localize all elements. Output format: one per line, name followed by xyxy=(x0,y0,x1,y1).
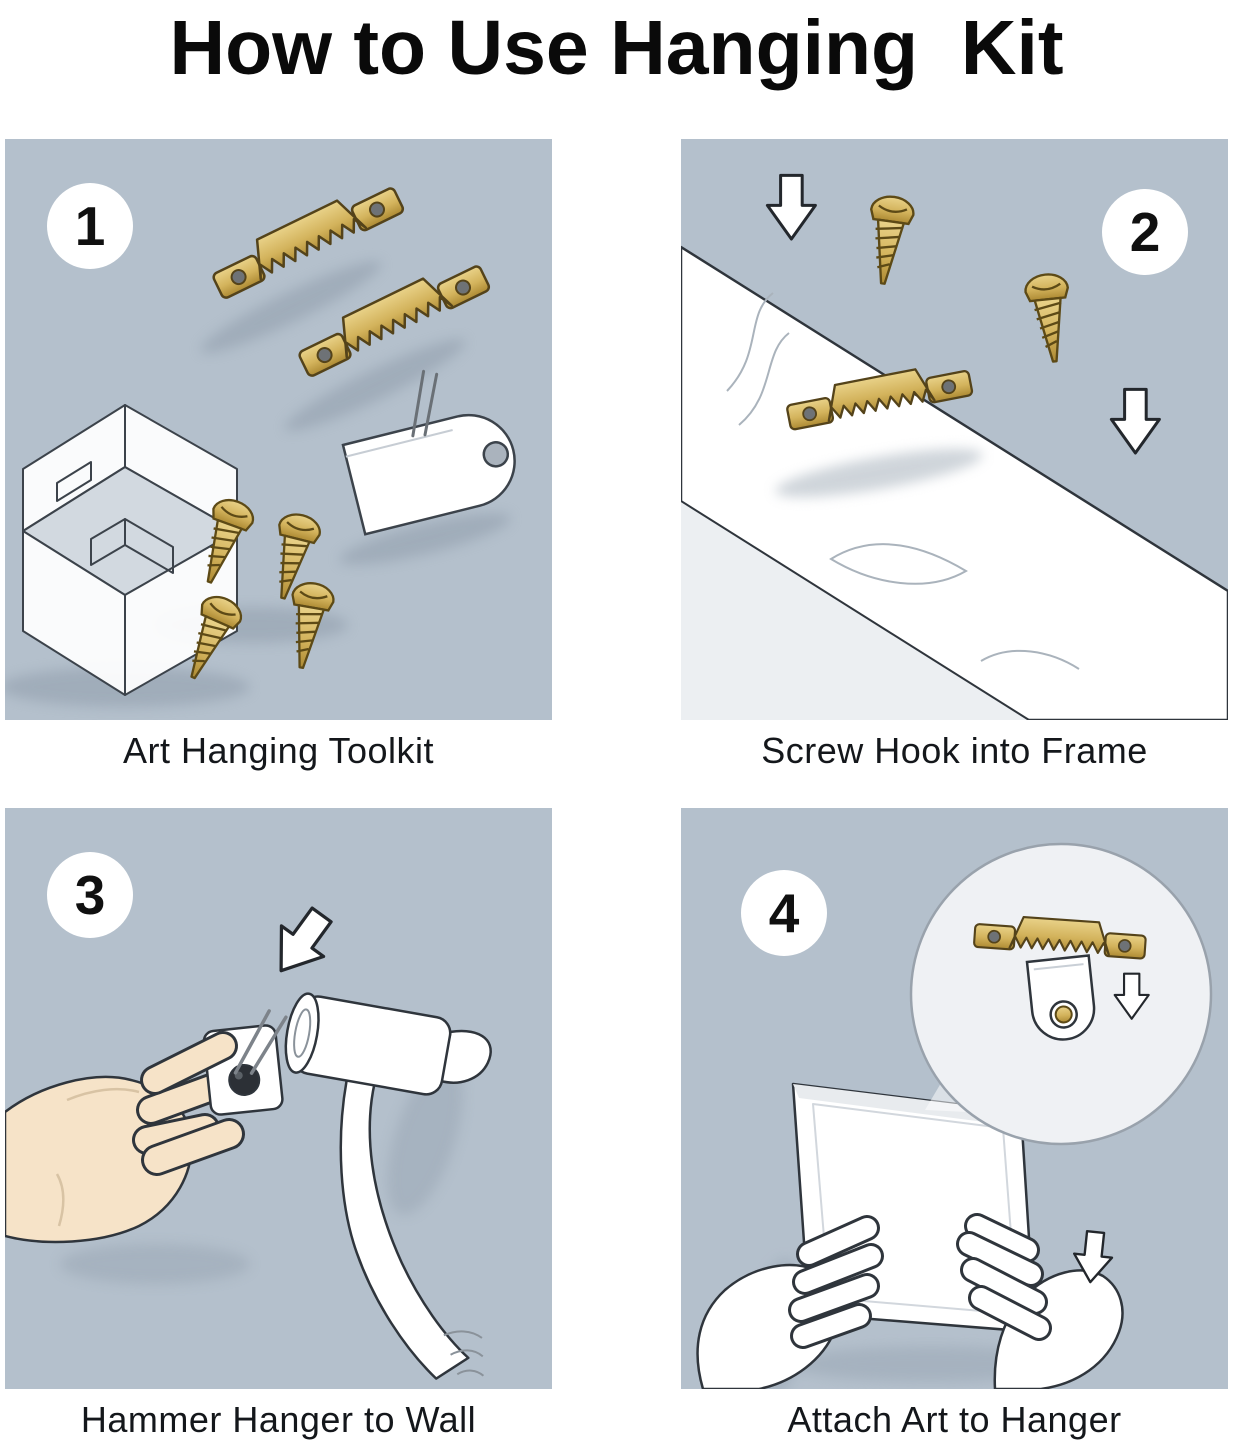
step-caption: Screw Hook into Frame xyxy=(761,730,1148,771)
step-number-badge: 3 xyxy=(47,852,133,938)
step-2-panel: 2 Screw Hook into Frame xyxy=(681,139,1228,772)
step-number-badge: 4 xyxy=(741,870,827,956)
fingers-icon xyxy=(140,1031,245,1176)
step-4-panel: 4 Attach Art to Hanger xyxy=(681,808,1228,1441)
frame-board-icon xyxy=(681,245,1228,720)
soft-shadows xyxy=(60,1061,463,1284)
step-4-art: 4 xyxy=(681,808,1228,1389)
step-caption: Attach Art to Hanger xyxy=(787,1399,1122,1440)
left-hand-icon xyxy=(696,1215,884,1389)
step-2-art: 2 xyxy=(681,139,1228,720)
steps-grid: 1 Art Hanging Toolkit xyxy=(0,139,1233,1441)
plastic-hook-icon xyxy=(1025,954,1096,1041)
hammer-icon xyxy=(284,992,492,1380)
step-caption: Hammer Hanger to Wall xyxy=(80,1399,477,1440)
step-number-badge: 1 xyxy=(47,183,133,269)
step-1-panel: 1 Art Hanging Toolkit xyxy=(5,139,552,772)
page-title: How to Use Hanging Kit xyxy=(169,5,1064,91)
step-caption: Art Hanging Toolkit xyxy=(123,730,434,771)
step-number-badge: 2 xyxy=(1102,189,1188,275)
step-3-art: 3 xyxy=(5,808,552,1389)
toolkit-illustration xyxy=(5,139,552,720)
hanger-shadow xyxy=(775,448,983,498)
right-hand-icon xyxy=(956,1213,1124,1389)
step-1-art: 1 xyxy=(5,139,552,720)
magnifier-circle-icon xyxy=(909,842,1213,1146)
plastic-hook-icon xyxy=(341,369,516,536)
step-3-panel: 3 Hammer Hanger to Wall xyxy=(5,808,552,1441)
